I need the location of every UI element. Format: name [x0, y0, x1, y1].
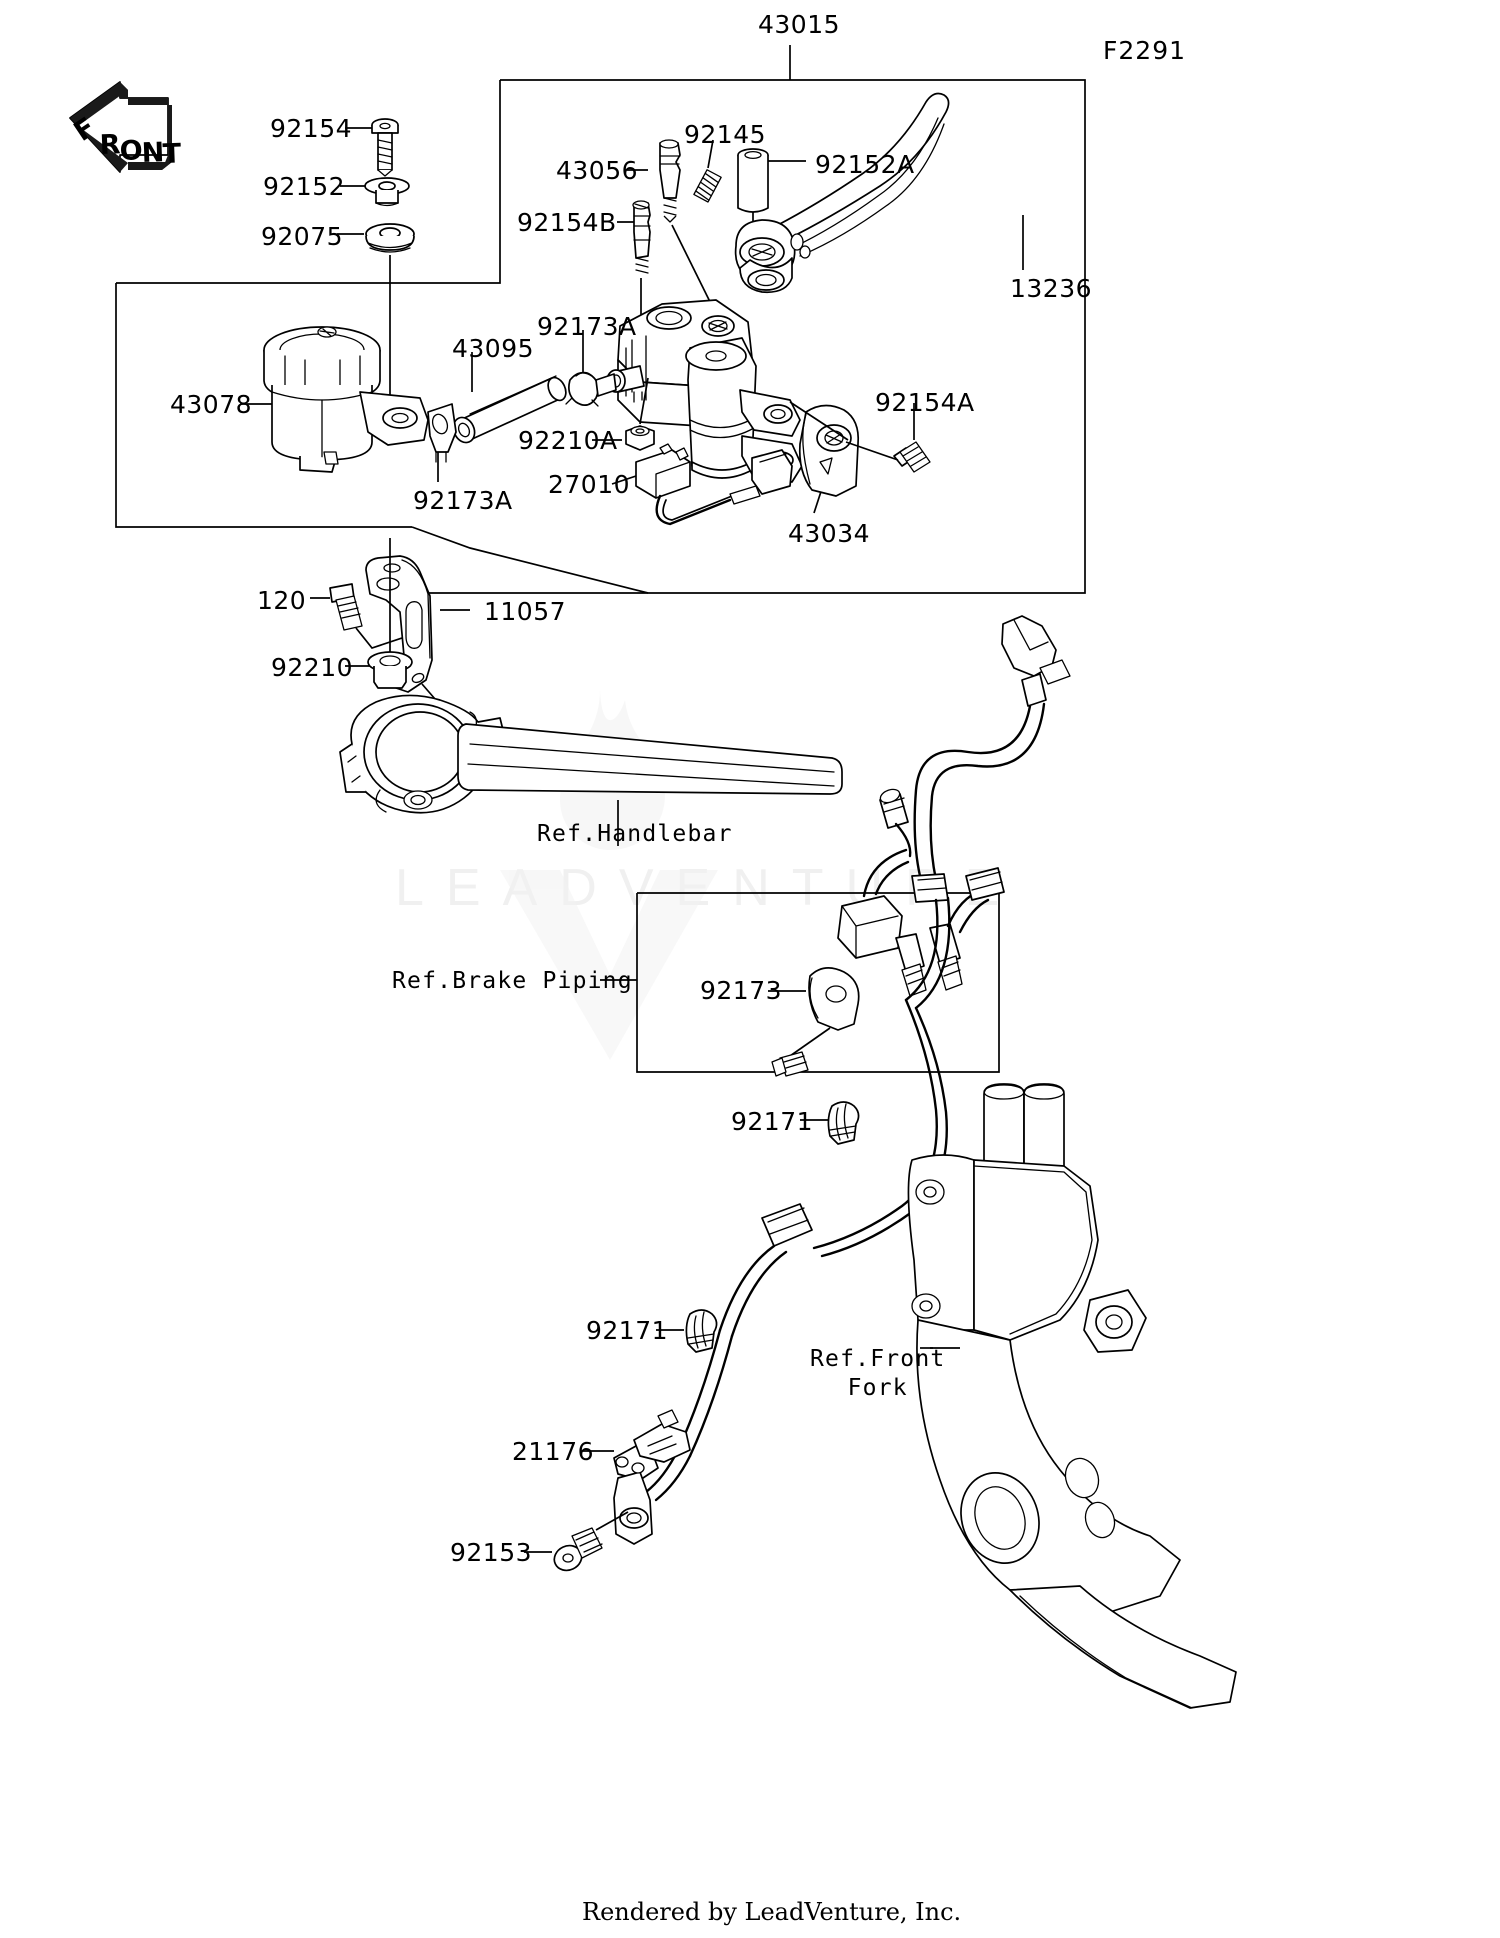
render-credit: Rendered by LeadVenture, Inc.: [582, 1898, 962, 1926]
part-92171-clamp-upper: [800, 1101, 860, 1145]
ref-handlebar-assembly: [339, 694, 843, 814]
brake-piping-parts: [768, 788, 1005, 1077]
part-92173A-left-clamp: [427, 403, 457, 482]
callout-13236: 13236: [1010, 274, 1093, 303]
callout-92210A: 92210A: [518, 426, 618, 455]
part-92210-nut: [345, 538, 413, 689]
callout-43095: 43095: [452, 334, 535, 363]
diagram-code: F2291: [1103, 36, 1187, 65]
callout-92153: 92153: [450, 1538, 533, 1567]
callout-92145: 92145: [684, 120, 767, 149]
callout-92171-upper: 92171: [731, 1107, 814, 1136]
callout-92173A-lower: 92173A: [413, 486, 513, 515]
part-120-bolt: [310, 583, 421, 649]
callout-92173: 92173: [700, 976, 783, 1005]
part-92171-clamp-lower: [656, 1309, 718, 1353]
ref-label-handlebar: Ref.Handlebar: [537, 821, 733, 847]
part-11057-bracket: [365, 555, 470, 731]
brake-hose-upper: [911, 615, 1071, 903]
callout-92210: 92210: [271, 653, 354, 682]
svg-text:T: T: [162, 138, 182, 170]
part-43095-hose: [452, 352, 567, 444]
group-box-43078: [115, 283, 412, 528]
callout-120: 120: [257, 586, 307, 615]
svg-text:O: O: [119, 135, 143, 167]
callout-21176: 21176: [512, 1437, 595, 1466]
callout-11057: 11057: [484, 597, 567, 626]
callout-43078: 43078: [170, 390, 253, 419]
part-92145-spring: [693, 139, 722, 203]
part-13236-brake-lever: [734, 92, 1024, 294]
callout-92152: 92152: [263, 172, 346, 201]
part-43034-lever-holder: [789, 401, 860, 514]
part-92210A-nut: [592, 377, 655, 451]
group-box-brake-piping: [636, 892, 1000, 1073]
group-box-43015: [410, 79, 1086, 594]
part-92075-grommet: [337, 223, 415, 440]
part-43056-bleed-valve: [627, 139, 719, 319]
part-43078-reservoir: [240, 326, 429, 473]
part-21176-sensor: [582, 1409, 691, 1545]
ref-front-fork: [907, 1083, 1237, 1709]
part-92152A-collar: [737, 148, 806, 258]
ref-label-front-fork-line2: Fork: [847, 1374, 908, 1401]
part-27010-switch: [611, 443, 793, 526]
callout-92171-lower: 92171: [586, 1316, 669, 1345]
callout-43034: 43034: [788, 519, 871, 548]
callout-92154: 92154: [270, 114, 353, 143]
part-92154-bolt: [345, 118, 399, 177]
brake-hose-lower: [644, 896, 951, 1502]
callout-92075: 92075: [261, 222, 344, 251]
callout-92154B: 92154B: [517, 208, 617, 237]
callout-92152A: 92152A: [815, 150, 915, 179]
part-92173A-right-clamp: [565, 330, 600, 407]
callout-92154A: 92154A: [875, 388, 975, 417]
part-92152-collar: [340, 177, 410, 207]
part-92154A-bolt: [845, 403, 931, 473]
ref-label-brake-piping: Ref.Brake Piping: [392, 968, 633, 994]
svg-text:R: R: [99, 129, 121, 161]
front-arrow-icon: F R O N T: [69, 81, 182, 173]
ref-label-front-fork: Ref.Front Fork: [810, 1345, 945, 1403]
group-box-43015-notch: [116, 80, 501, 284]
callout-43015: 43015: [758, 10, 841, 39]
part-92153-bolt: [524, 1511, 629, 1572]
callout-27010: 27010: [548, 470, 631, 499]
ref-label-front-fork-line1: Ref.Front: [810, 1346, 946, 1372]
callout-43056: 43056: [556, 156, 639, 185]
callout-92173A-upper: 92173A: [537, 312, 637, 341]
part-92154B-bolt: [617, 200, 651, 320]
svg-text:N: N: [141, 137, 165, 169]
